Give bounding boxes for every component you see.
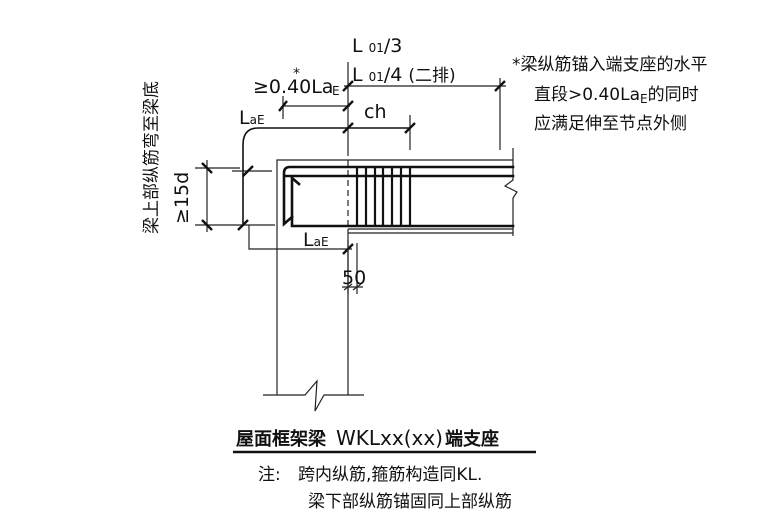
side-note-line-1: *梁纵筋锚入端支座的水平	[512, 55, 708, 75]
lae-bottom-label: LaE	[303, 229, 329, 251]
vertical-bend-label: 梁上部纵筋弯至梁底	[142, 81, 162, 234]
notes-line-1: 跨内纵筋,箍筋构造同KL.	[298, 465, 482, 485]
column-break-line	[263, 379, 364, 412]
lae-left-label: LaE	[239, 107, 265, 129]
tick	[494, 80, 506, 92]
tick	[342, 122, 354, 134]
tick	[404, 122, 416, 134]
side-note-line-2: 直段>0.40LaE的同时	[534, 85, 699, 106]
anchor-length-label: ≥0.40La	[253, 76, 333, 98]
fifty-label: 50	[342, 267, 366, 289]
bottom-longitudinal-bar	[290, 175, 515, 228]
lae-bottom-dim-line	[248, 225, 352, 250]
tick	[237, 219, 249, 231]
side-note-line-3: 应满足伸至节点外侧	[534, 114, 687, 134]
side-note: *梁纵筋锚入端支座的水平 直段>0.40LaE的同时 应满足伸至节点外侧	[512, 55, 708, 134]
column-left-edge	[276, 159, 513, 395]
notes: 注: 跨内纵筋,箍筋构造同KL. 梁下部纵筋锚固同上部纵筋	[258, 465, 512, 512]
ch-label: ch	[364, 101, 387, 123]
tick	[342, 100, 354, 112]
anchor-star: *	[293, 66, 300, 82]
schematic-outer-bar	[242, 127, 410, 225]
notes-line-2: 梁下部纵筋锚固同上部纵筋	[308, 492, 512, 512]
top-longitudinal-bar-1	[282, 165, 515, 227]
beam-break-line	[503, 148, 518, 236]
rebar-group	[242, 127, 515, 228]
tick	[342, 80, 354, 92]
notes-label: 注:	[258, 465, 281, 485]
tick	[242, 165, 254, 177]
min-15d-label: ≥15d	[171, 172, 193, 224]
tick	[201, 219, 213, 231]
dimensions	[195, 62, 506, 294]
tick	[278, 100, 288, 112]
concrete-outline	[263, 148, 518, 412]
anchor-subscript: E	[332, 84, 340, 98]
tick	[201, 162, 213, 174]
stirrups	[355, 166, 412, 226]
